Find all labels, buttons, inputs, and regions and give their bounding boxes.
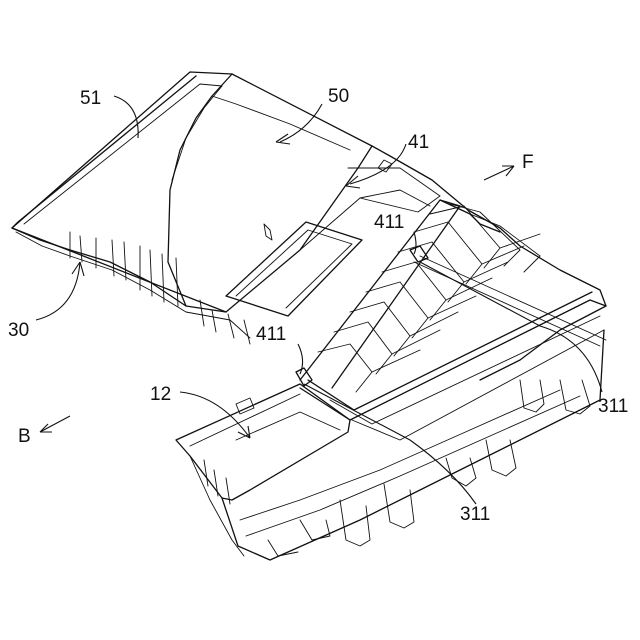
label-411-upper: 411 bbox=[374, 212, 404, 233]
label-311-bottom: 311 bbox=[460, 504, 490, 525]
reference-labels: 51 50 41 F 411 411 30 311 311 12 B bbox=[8, 86, 628, 525]
label-12: 12 bbox=[150, 384, 171, 405]
leader-311-bottom bbox=[304, 384, 476, 504]
arrow-F bbox=[484, 166, 514, 180]
label-50: 50 bbox=[328, 86, 349, 107]
arrow-B bbox=[40, 416, 70, 432]
label-F: F bbox=[522, 152, 534, 173]
label-41: 41 bbox=[408, 132, 429, 153]
label-B: B bbox=[18, 426, 31, 447]
label-411-lower: 411 bbox=[256, 324, 286, 345]
label-30: 30 bbox=[8, 320, 29, 341]
cover-panel bbox=[12, 72, 440, 344]
arrowhead-50 bbox=[276, 134, 290, 144]
leader-12 bbox=[180, 392, 250, 438]
leader-311-right bbox=[420, 262, 602, 392]
leader-30 bbox=[36, 262, 80, 320]
label-311-right: 311 bbox=[598, 396, 628, 417]
label-51: 51 bbox=[80, 88, 101, 109]
leader-411-upper bbox=[414, 232, 416, 254]
leader-51 bbox=[114, 96, 138, 138]
